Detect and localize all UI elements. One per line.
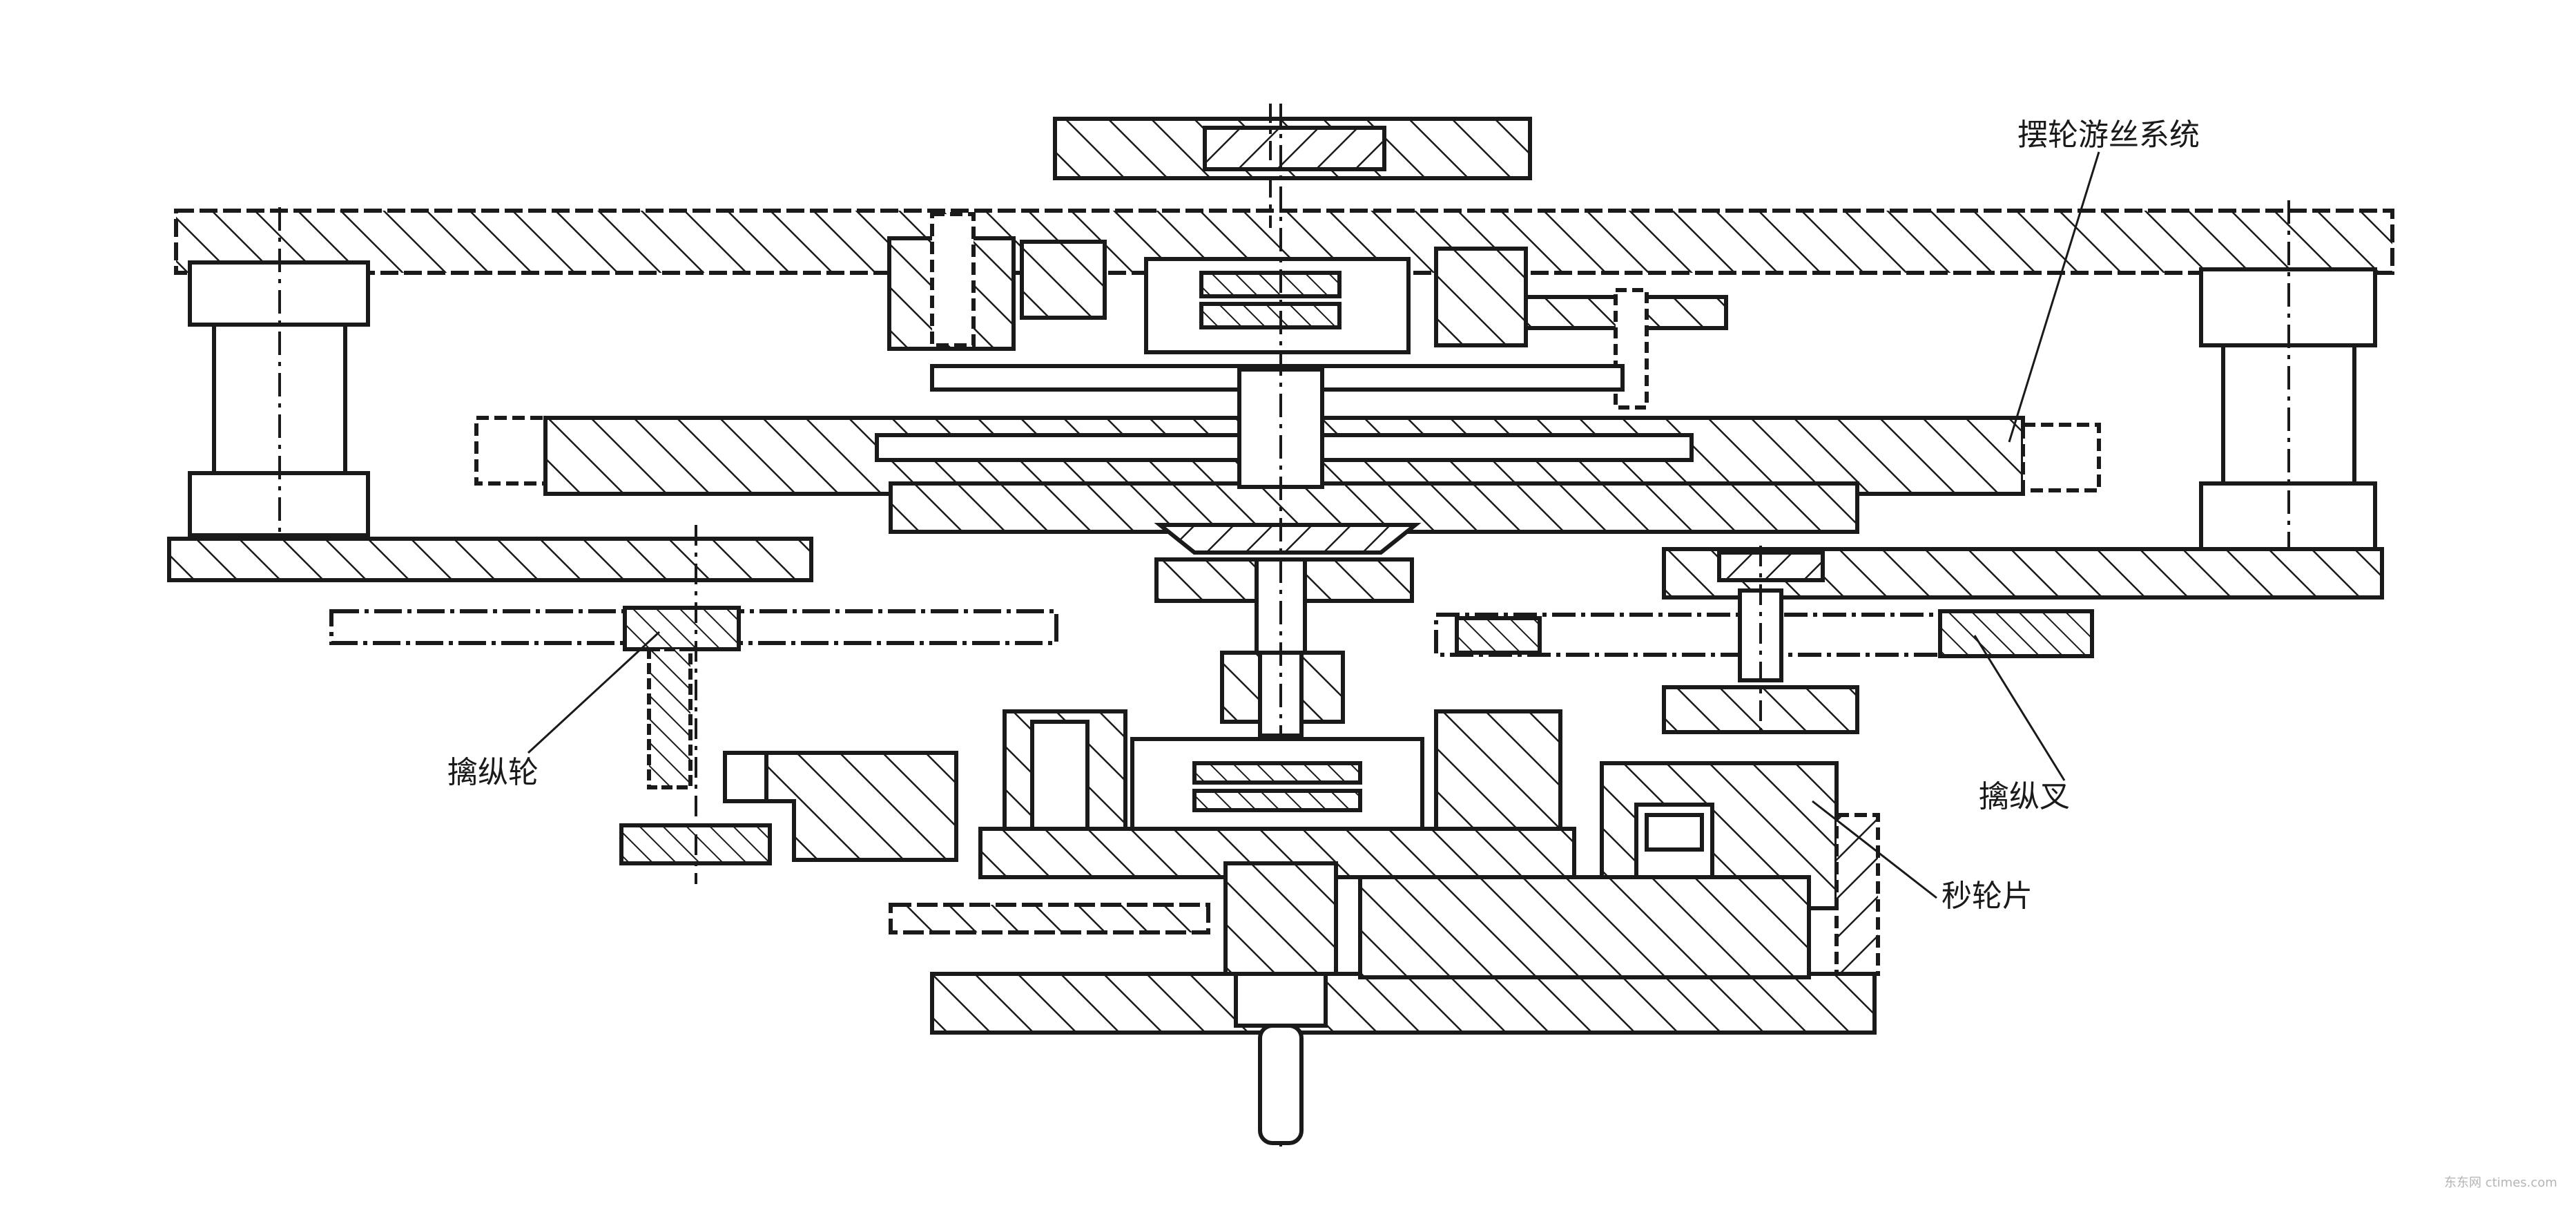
pallet-fork (1434, 546, 2094, 739)
upper-bearing-housing (887, 212, 1728, 410)
leader-seconds-wheel (1812, 800, 1937, 899)
balance-hairspring-label: 摆轮游丝系统 (2017, 117, 2200, 153)
escape-wheel (329, 525, 1058, 884)
balance-staff (1154, 104, 1422, 1147)
pallet-fork-label: 擒纵叉 (1979, 779, 2070, 814)
leader-pallet-fork (1973, 635, 2066, 781)
seconds-wheel-label: 秒轮片 (1941, 879, 2033, 914)
main-plate (167, 537, 2384, 600)
upper-cap-jewel (1053, 104, 1532, 228)
lower-center-assembly (978, 709, 1576, 979)
left-pillar (188, 207, 370, 546)
leader-escape-wheel (527, 631, 661, 754)
leader-balance (2008, 151, 2100, 443)
watermark: 东东网 ctimes.com (2444, 1176, 2557, 1190)
right-pillar (2199, 200, 2377, 559)
lower-plate (889, 875, 1877, 1145)
escape-wheel-bridge (723, 751, 958, 862)
escape-wheel-label: 擒纵轮 (447, 755, 539, 790)
